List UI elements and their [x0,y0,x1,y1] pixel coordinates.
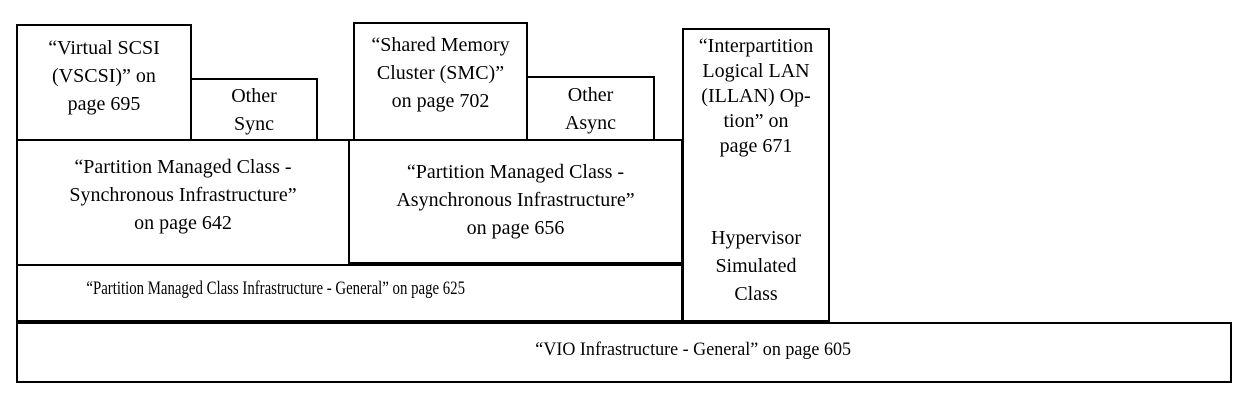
box-vio-infrastructure-general: “VIO Infrastructure - General” on page 6… [16,322,1232,383]
shared-memory-cluster-line: “Shared Memory [371,33,510,56]
hypervisor-simulated-class-line: Simulated [715,255,797,277]
vio-infrastructure-general-label: “VIO Infrastructure - General” on page 6… [535,338,851,360]
box-illan-hypervisor: “Interpartition Logical LAN (ILLAN) Op- … [682,28,830,322]
hypervisor-simulated-class-label: Hypervisor Simulated Class [711,224,801,308]
partition-async-infrastructure-line: “Partition Managed Class - [406,160,625,183]
partition-async-infrastructure-line: Asynchronous Infrastructure” [396,188,635,211]
shared-memory-cluster-line: on page 702 [391,89,490,112]
partition-sync-infrastructure-line: Synchronous Infrastructure” [69,183,297,206]
virtual-scsi-line: (VSCSI)” on [52,64,156,87]
box-shared-memory-cluster: “Shared Memory Cluster (SMC)” on page 70… [353,22,528,141]
box-virtual-scsi: “Virtual SCSI (VSCSI)” on page 695 [16,24,192,141]
shared-memory-cluster-line: Cluster (SMC)” [376,61,505,84]
partition-sync-infrastructure-label: “Partition Managed Class - Synchronous I… [69,153,296,237]
partition-sync-infrastructure-line: on page 642 [134,211,232,234]
other-sync-label: Other Sync [231,82,277,138]
shared-memory-cluster-label: “Shared Memory Cluster (SMC)” on page 70… [371,31,509,115]
partition-sync-infrastructure-line: “Partition Managed Class - [74,155,292,178]
other-async-label: Other Async [565,81,616,137]
partition-async-infrastructure-label: “Partition Managed Class - Asynchronous … [396,158,634,242]
other-sync-line: Sync [233,112,274,135]
illan-option-line: “Interpartition [698,35,814,57]
other-async-line: Async [564,111,617,134]
hypervisor-simulated-class-line: Hypervisor [711,227,801,249]
box-partition-async-infrastructure: “Partition Managed Class - Asynchronous … [348,139,683,264]
virtual-scsi-label: “Virtual SCSI (VSCSI)” on page 695 [48,34,160,118]
virtual-scsi-line: page 695 [67,92,141,115]
illan-option-line: (ILLAN) Op- [701,85,811,107]
virtual-scsi-line: “Virtual SCSI [48,36,160,59]
illan-option-line: tion” on [723,110,789,132]
box-partition-managed-class-general: “Partition Managed Class Infrastructure … [16,264,683,322]
illan-option-line: Logical LAN [702,60,810,82]
box-other-sync: Other Sync [190,78,318,141]
hypervisor-simulated-class-line: Class [734,283,778,305]
illan-option-label: “Interpartition Logical LAN (ILLAN) Op- … [699,34,813,159]
box-partition-sync-infrastructure: “Partition Managed Class - Synchronous I… [16,139,350,266]
other-async-line: Other [567,83,614,106]
partition-async-infrastructure-line: on page 656 [466,216,565,239]
illan-option-line: page 671 [719,135,793,157]
partition-managed-class-general-label: “Partition Managed Class Infrastructure … [86,278,465,299]
box-other-async: Other Async [526,76,655,141]
other-sync-line: Other [231,84,277,107]
